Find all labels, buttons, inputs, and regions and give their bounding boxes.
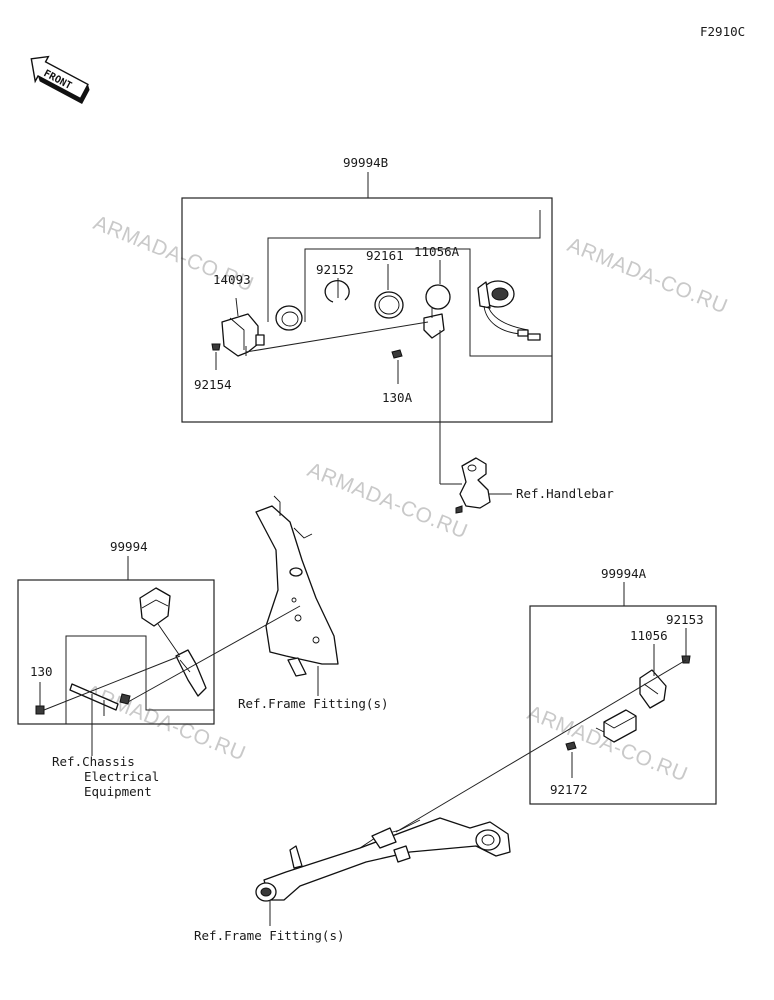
frame-fitting-bottom (255, 817, 511, 926)
relay-connector (139, 587, 207, 697)
part-130 (35, 682, 45, 715)
label-14093: 14093 (213, 272, 251, 287)
ref-frame-fitting-bottom: Ref.Frame Fitting(s) (194, 928, 345, 943)
part-130a (391, 349, 403, 384)
part-92153 (681, 628, 691, 664)
label-11056a: 11056A (414, 244, 460, 259)
ref-handlebar: Ref.Handlebar (516, 486, 614, 501)
ref-frame-fitting-mid: Ref.Frame Fitting(s) (238, 696, 389, 711)
part-92172 (565, 741, 577, 778)
part-92161 (374, 291, 404, 319)
label-92172: 92172 (550, 782, 588, 797)
assembly-box-99994b (181, 197, 553, 423)
label-92152: 92152 (316, 262, 354, 277)
relay-component (595, 709, 637, 743)
figure-code: F2910C (700, 24, 745, 39)
assembly-99994b: 99994B 14093 92154 92152 (181, 155, 553, 484)
ref-chassis-line1: Ref.Chassis (52, 754, 135, 769)
part-11056 (639, 644, 667, 709)
screw-icon (119, 693, 131, 705)
assembly-99994a: 99994A 92153 11056 92172 (395, 566, 717, 833)
assembly-label-99994: 99994 (110, 539, 148, 554)
assembly-label-99994b: 99994B (343, 155, 388, 170)
assembly-label-99994a: 99994A (601, 566, 647, 581)
watermarks: ARMADA-CO.RU ARMADA-CO.RU ARMADA-CO.RU A… (82, 211, 731, 786)
assembly-box-99994a (529, 605, 717, 805)
power-socket (477, 280, 541, 341)
front-arrow-icon: FRONT (30, 55, 90, 104)
ref-chassis-line2: Electrical (84, 769, 159, 784)
label-92161: 92161 (366, 248, 404, 263)
label-130a: 130A (382, 390, 413, 405)
part-14093 (221, 297, 265, 357)
label-11056: 11056 (630, 628, 668, 643)
label-92154: 92154 (194, 377, 232, 392)
assembly-99994: 99994 130 (17, 539, 301, 756)
watermark-text: ARMADA-CO.RU (82, 680, 249, 765)
assembly-box-99994 (17, 579, 215, 725)
watermark-text: ARMADA-CO.RU (524, 701, 691, 786)
part-11056a (423, 284, 451, 339)
part-92154 (211, 343, 221, 370)
frame-fitting-mid (255, 495, 339, 696)
ref-chassis-line3: Equipment (84, 784, 152, 799)
label-130: 130 (30, 664, 53, 679)
chassis-bracket (69, 683, 119, 756)
handlebar-bracket (440, 457, 512, 514)
part-92152 (275, 280, 350, 331)
watermark-text: ARMADA-CO.RU (564, 233, 731, 318)
label-92153: 92153 (666, 612, 704, 627)
watermark-text: ARMADA-CO.RU (304, 458, 471, 543)
